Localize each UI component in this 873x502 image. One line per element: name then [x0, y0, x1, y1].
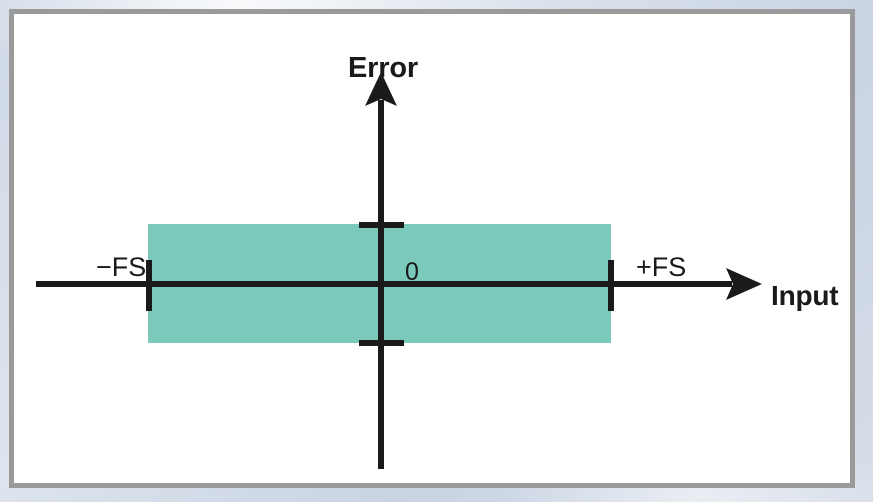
- x-tick-label-pos-fs: +FS: [636, 252, 687, 282]
- y-axis-title: Error: [348, 52, 418, 84]
- origin-label: 0: [405, 258, 419, 286]
- x-axis-title: Input: [771, 280, 839, 311]
- diagram-svg: [36, 72, 762, 469]
- y-axis-arrowhead: [365, 72, 397, 106]
- plot-area: Error Input −FS +FS 0: [14, 14, 850, 483]
- x-axis-arrowhead: [726, 268, 762, 300]
- figure-frame: Error Input −FS +FS 0: [9, 9, 855, 488]
- x-tick-label-neg-fs: −FS: [96, 252, 147, 282]
